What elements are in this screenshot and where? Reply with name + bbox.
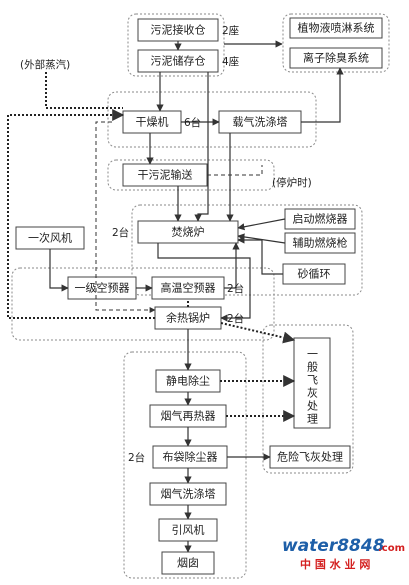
group-deodor bbox=[282, 13, 390, 73]
label-qty-2unit-pre: 2台 bbox=[227, 282, 244, 295]
label-qty-2unit-bag: 2台 bbox=[128, 451, 145, 464]
group-heat-recovery bbox=[11, 267, 275, 341]
label-qty-6unit: 6台 bbox=[184, 116, 201, 129]
watermark-logo: water8848 .com 中 国 水 业 网 bbox=[282, 536, 405, 571]
node-stage1-preheater: 一级空预器 bbox=[75, 281, 130, 295]
node-incinerator: 焚烧炉 bbox=[172, 226, 205, 239]
node-dryer: 干燥机 bbox=[136, 115, 169, 129]
label-qty-4seat: 4座 bbox=[222, 55, 239, 68]
arrow-start-burner-in bbox=[237, 218, 286, 231]
flue-to-general-ash bbox=[220, 322, 296, 344]
label-qty-2seat: 2座 bbox=[222, 24, 239, 37]
node-sand-cycle: 砂循环 bbox=[298, 268, 331, 281]
arrow-hightemp-to-incinerator bbox=[224, 242, 240, 289]
node-primary-fan: 一次风机 bbox=[28, 231, 72, 245]
node-hazardous-ash: 危险飞灰处理 bbox=[277, 450, 343, 464]
node-ion-deodor: 离子除臭系统 bbox=[303, 51, 369, 65]
node-waste-heat-boiler: 余热锅炉 bbox=[166, 311, 210, 325]
node-id-fan: 引风机 bbox=[172, 523, 205, 537]
group-dry-convey bbox=[107, 159, 275, 191]
node-sludge-receiving: 污泥接收仓 bbox=[151, 23, 206, 37]
group-drying bbox=[107, 91, 317, 148]
node-flue-reheater: 烟气再热器 bbox=[161, 409, 216, 423]
group-sludge-bins bbox=[127, 13, 225, 77]
node-dry-sludge-convey: 干污泥输送 bbox=[138, 168, 193, 182]
watermark-brand: water8848 bbox=[282, 536, 385, 556]
node-flue-scrubber: 烟气洗涤塔 bbox=[161, 487, 216, 501]
node-plant-spray: 植物液喷淋系统 bbox=[298, 21, 375, 35]
dashed-dryer-down bbox=[95, 121, 156, 313]
node-bag-filter: 布袋除尘器 bbox=[163, 450, 218, 464]
node-aux-burner: 辅助燃烧枪 bbox=[293, 236, 348, 250]
node-esp: 静电除尘 bbox=[166, 374, 210, 388]
steam-loop-boiler bbox=[7, 109, 155, 319]
group-ash bbox=[262, 324, 354, 474]
node-chimney: 烟囱 bbox=[177, 556, 199, 570]
group-incinerator bbox=[131, 204, 363, 296]
arrow-scrubber-to-deodor bbox=[301, 67, 344, 123]
box-incinerator bbox=[137, 220, 239, 244]
watermark-suffix: .com bbox=[378, 543, 405, 554]
watermark-cn: 中 国 水 业 网 bbox=[300, 557, 370, 571]
label-qty-2unit-inc: 2台 bbox=[112, 226, 129, 239]
node-general-ash: 一般飞灰处理 bbox=[306, 348, 319, 426]
node-start-burner: 启动燃烧器 bbox=[293, 212, 348, 226]
box-ion-deodor bbox=[289, 47, 383, 69]
arrow-sand-cycle-in bbox=[237, 236, 283, 275]
steam-line-external bbox=[45, 72, 123, 109]
node-sludge-storage: 污泥储存仓 bbox=[151, 54, 206, 68]
node-carrier-scrubber: 载气洗涤塔 bbox=[233, 115, 288, 129]
node-hightemp-preheater: 高温空预器 bbox=[161, 281, 216, 295]
arrow-storage-to-incinerator bbox=[194, 72, 209, 222]
label-external-steam: (外部蒸汽) bbox=[20, 58, 70, 71]
arrow-fan-to-preheater bbox=[49, 249, 69, 292]
label-qty-2unit-boiler: 2台 bbox=[227, 312, 244, 325]
box-plant-spray bbox=[289, 17, 383, 39]
label-when-stopped: (停炉时) bbox=[272, 176, 312, 189]
arrow-incinerator-to-boiler-flue bbox=[157, 243, 251, 322]
stopped-line-convey bbox=[207, 165, 263, 176]
group-flue-treatment bbox=[123, 351, 247, 579]
